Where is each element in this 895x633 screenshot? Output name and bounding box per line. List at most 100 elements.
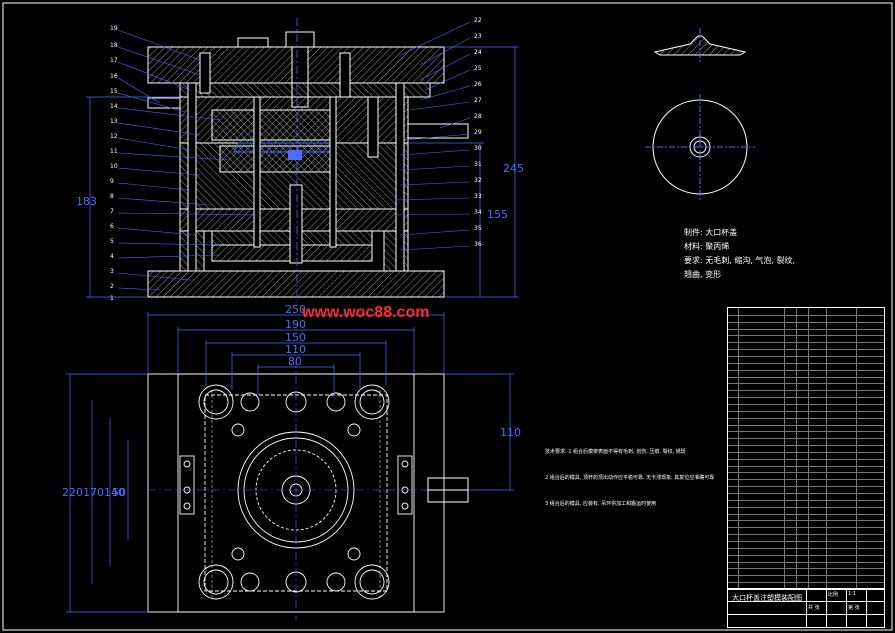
svg-text:9: 9 — [110, 178, 114, 185]
dim-left-50: 50 — [112, 486, 126, 499]
bom-row — [728, 513, 884, 515]
bom-row — [728, 547, 884, 549]
svg-text:32: 32 — [474, 177, 482, 184]
svg-text:5: 5 — [110, 238, 114, 245]
spec-part-name: 制件: 大口杯盖 — [684, 228, 738, 237]
bom-row — [728, 362, 884, 364]
bill-of-materials-table — [727, 307, 885, 590]
svg-text:23: 23 — [474, 33, 482, 40]
svg-text:8: 8 — [110, 193, 114, 200]
bom-row — [728, 445, 884, 447]
guide-pillar-left — [187, 82, 197, 272]
svg-text:14: 14 — [110, 103, 118, 110]
bom-row — [728, 575, 884, 577]
svg-text:31: 31 — [474, 161, 482, 168]
svg-text:13: 13 — [110, 118, 118, 125]
guide-pillar-right — [395, 82, 405, 272]
spec-requirements: 要求: 无毛刺, 缩沟, 气泡, 裂纹, — [684, 256, 796, 265]
svg-text:27: 27 — [474, 97, 482, 104]
bom-row — [728, 506, 884, 508]
bom-row — [728, 438, 884, 440]
bom-row — [728, 479, 884, 481]
svg-text:35: 35 — [474, 225, 482, 232]
part-elevation-sketch — [653, 28, 747, 62]
bom-row — [728, 355, 884, 357]
bom-row — [728, 397, 884, 399]
svg-text:24: 24 — [474, 49, 482, 56]
dim-height-left: 183 — [76, 195, 97, 208]
svg-text:33: 33 — [474, 193, 482, 200]
technical-requirements: 技术要求: 1 组合后模架表面不得有毛刺, 划伤, 压痕, 裂纹, 锈斑 2 组… — [545, 439, 715, 517]
bom-row — [728, 451, 884, 453]
mold-plan-view — [147, 360, 445, 620]
bom-row — [728, 472, 884, 474]
bom-row — [728, 410, 884, 412]
svg-text:30: 30 — [474, 145, 482, 152]
guide-hole-bl — [198, 564, 234, 600]
bom-row — [728, 520, 884, 522]
bom-row — [728, 431, 884, 433]
svg-text:3: 3 — [110, 268, 114, 275]
bom-row — [728, 349, 884, 351]
cooling-nozzle-left — [147, 97, 181, 109]
cooling-nozzle-right — [407, 123, 469, 139]
bom-row — [728, 561, 884, 563]
dim-width-80: 80 — [288, 355, 302, 368]
svg-text:15: 15 — [110, 88, 118, 95]
bom-row — [728, 486, 884, 488]
spec-material: 材料: 聚丙烯 — [684, 242, 730, 251]
dim-width-110: 110 — [285, 343, 306, 356]
svg-text:18: 18 — [110, 42, 118, 49]
part-plan-sketch — [645, 94, 755, 200]
part-specifications: 制件: 大口杯盖 材料: 聚丙烯 要求: 无毛刺, 缩沟, 气泡, 裂纹, 翘曲… — [684, 226, 795, 282]
molded-part-section — [233, 142, 337, 153]
bom-row — [728, 383, 884, 385]
part-numbers-left: 19 18 17 16 15 14 13 12 11 10 9 8 7 6 5 … — [110, 25, 118, 302]
guide-hole-tr — [354, 384, 390, 420]
bom-row — [728, 424, 884, 426]
bom-column — [856, 308, 857, 589]
bom-row — [728, 527, 884, 529]
bom-column — [826, 308, 827, 589]
scale-value: 1:1 — [848, 591, 857, 597]
tech-req-2: 2 组合后的模具, 顶杆的顶出动作应平稳可靠, 无卡滞现象, 其复位应准确可靠 — [545, 475, 715, 481]
bom-column — [738, 308, 739, 589]
bom-row — [728, 376, 884, 378]
svg-text:2: 2 — [110, 283, 114, 290]
bottom-clamp-plate — [147, 270, 445, 298]
bom-row — [728, 554, 884, 556]
guide-hole-tl — [198, 384, 234, 420]
sheet-count: 共 张 — [808, 605, 820, 611]
dim-width-150: 150 — [285, 331, 306, 344]
dim-height-overall: 245 — [503, 162, 524, 175]
svg-text:4: 4 — [110, 253, 114, 260]
dim-height-110: 110 — [500, 426, 521, 439]
bom-row — [728, 582, 884, 584]
svg-text:36: 36 — [474, 241, 482, 248]
svg-text:6: 6 — [110, 223, 114, 230]
bom-row — [728, 417, 884, 419]
svg-text:26: 26 — [474, 81, 482, 88]
svg-text:34: 34 — [474, 209, 482, 216]
svg-text:25: 25 — [474, 65, 482, 72]
dim-width-190: 190 — [285, 318, 306, 331]
dim-height-right: 155 — [487, 208, 508, 221]
bom-row — [728, 534, 884, 536]
bom-row — [728, 403, 884, 405]
bom-column — [808, 308, 809, 589]
svg-text:16: 16 — [110, 73, 118, 80]
bom-row — [728, 328, 884, 330]
svg-text:1: 1 — [110, 295, 114, 302]
svg-text:17: 17 — [110, 57, 118, 64]
front-section-view — [86, 18, 519, 302]
scale-label: 比例 — [828, 592, 839, 598]
bom-row — [728, 314, 884, 316]
runner-plate — [179, 82, 431, 98]
bom-row — [728, 568, 884, 570]
part-numbers-right: 22 23 24 25 26 27 28 29 30 31 32 33 34 3… — [474, 17, 482, 248]
bom-row — [728, 369, 884, 371]
bom-column — [784, 308, 785, 589]
tech-req-3: 3 组合后的模具, 应装有, 吊环供加工和搬运时使用 — [545, 501, 657, 507]
